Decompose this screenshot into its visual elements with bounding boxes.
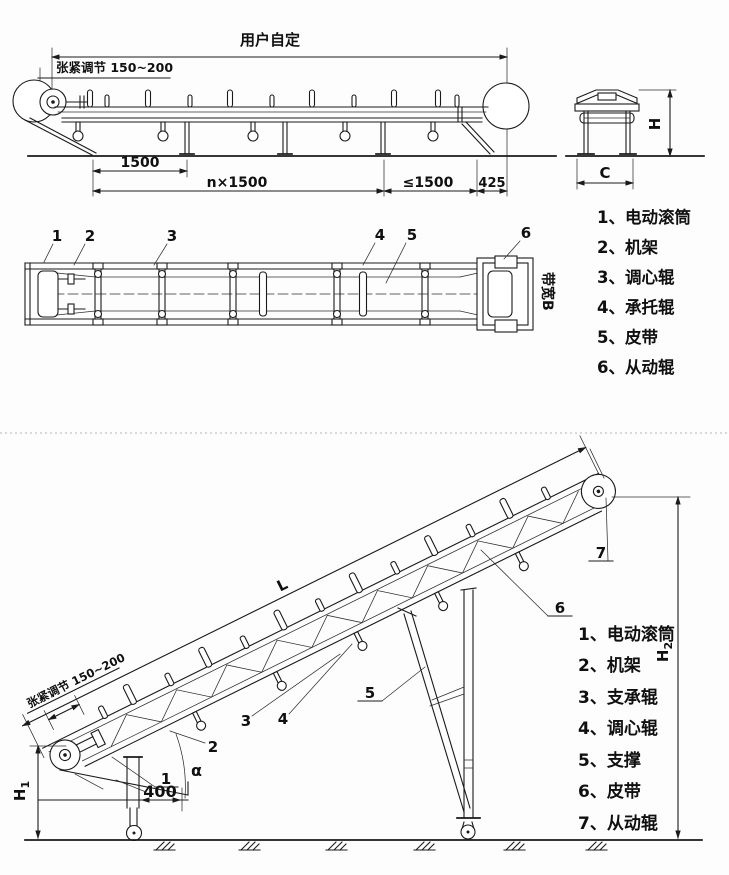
plan-callouts: 1 2 3 4 5 6 <box>43 224 531 284</box>
angle-alpha-group: α <box>175 733 202 799</box>
legend-item: 6、皮带 <box>578 781 641 802</box>
incline-callouts: 1 2 3 4 5 6 7 <box>111 497 614 788</box>
callout-7: 7 <box>596 544 606 562</box>
dim-le1500: ≤1500 <box>403 175 454 191</box>
incline-view: L 张紧调节 150~200 <box>11 435 703 851</box>
tension-bracket-incline <box>90 728 107 749</box>
legend-item: 7、从动辊 <box>578 813 658 834</box>
dim-n1500: n×1500 <box>207 175 268 191</box>
legend-item: 1、电动滚筒 <box>597 207 691 227</box>
callout-2: 2 <box>208 738 218 756</box>
legend-item: 4、承托辊 <box>597 297 675 317</box>
dim-H1-group: H1 <box>11 744 67 840</box>
drum-axle-dot <box>51 100 55 104</box>
idler-stands-short <box>104 94 460 108</box>
callout-3: 3 <box>241 712 251 730</box>
tail-underframe <box>59 769 189 796</box>
dim-H: H <box>646 118 664 131</box>
legend-top: 1、电动滚筒 2、机架 3、调心辊 4、承托辊 5、皮带 6、从动辊 <box>597 207 691 377</box>
plan-head-end <box>476 255 534 333</box>
incline-body: L 张紧调节 150~200 <box>21 435 616 771</box>
dim-line-L <box>21 446 587 727</box>
side-view-horizontal-conveyor: 用户自定 张紧调节 150~200 <box>12 31 557 197</box>
callout-1: 1 <box>52 227 62 245</box>
dim-label-user-defined: 用户自定 <box>240 31 300 49</box>
cross-section-view: H C <box>565 88 705 190</box>
dim-1500: 1500 <box>121 155 160 171</box>
callout-3: 3 <box>167 227 177 245</box>
dim-H2: H2 <box>654 642 675 662</box>
tail-brace <box>24 119 93 156</box>
plan-aligning-rollers <box>92 262 431 326</box>
callout-4: 4 <box>278 710 288 728</box>
dim-C: C <box>599 164 610 182</box>
callout-5: 5 <box>365 684 375 702</box>
plan-view: 1 2 3 4 5 6 带宽B <box>24 224 556 333</box>
incline-idler-stands <box>97 486 551 720</box>
legend-item: 6、从动辊 <box>597 357 675 377</box>
trough-outline <box>576 89 638 105</box>
lower-dimensions: 1500 n×1500 ≤1500 425 <box>91 155 509 197</box>
callout-6: 6 <box>555 599 565 617</box>
ground-hatches <box>153 841 608 851</box>
legend-item: 3、支承辊 <box>578 687 658 708</box>
incline-return-rollers <box>191 551 529 731</box>
tension-label-incline: 张紧调节 150~200 <box>25 650 128 710</box>
support-legs <box>179 121 391 155</box>
tail-brace <box>29 117 97 154</box>
legend-item: 1、电动滚筒 <box>578 624 675 645</box>
tension-label: 张紧调节 150~200 <box>56 60 173 75</box>
dim-H1: H1 <box>11 781 32 801</box>
idler-stands-tall <box>86 89 442 108</box>
head-brace <box>465 121 495 153</box>
trough-roller <box>577 94 598 104</box>
legend-item: 2、机架 <box>578 655 641 676</box>
legend-bottom: 1、电动滚筒 2、机架 3、支承辊 4、调心辊 5、支撑 6、皮带 7、从动辊 <box>578 624 675 834</box>
callout-1: 1 <box>161 770 171 788</box>
callout-4: 4 <box>375 226 385 244</box>
callout-6: 6 <box>521 224 531 242</box>
plan-carrying-rollers <box>258 271 368 317</box>
diagonal-brace <box>397 607 471 813</box>
dim-425: 425 <box>478 176 505 191</box>
head-brace <box>461 123 491 155</box>
section-frame <box>574 103 640 112</box>
tail-pulley <box>482 82 530 130</box>
dim-L: L <box>274 575 291 596</box>
plan-tail-drum <box>37 270 59 318</box>
dim-H2-group: H2 <box>611 495 691 840</box>
truss <box>110 490 579 748</box>
return-rollers <box>72 121 439 142</box>
callout-2: 2 <box>85 227 95 245</box>
belt-width-label: 带宽B <box>539 272 556 311</box>
main-support-post <box>456 587 481 840</box>
center-roller <box>597 92 617 101</box>
tail-wheel-post <box>123 756 143 842</box>
legend-item: 3、调心辊 <box>597 267 675 287</box>
ext-line <box>589 448 605 479</box>
angle-alpha: α <box>191 761 202 780</box>
legend-item: 2、机架 <box>597 237 658 257</box>
legend-item: 4、调心辊 <box>578 718 658 739</box>
legend-item: 5、皮带 <box>597 327 658 347</box>
callout-5: 5 <box>407 226 417 244</box>
legend-item: 5、支撑 <box>578 750 641 771</box>
trough-roller <box>616 94 637 104</box>
